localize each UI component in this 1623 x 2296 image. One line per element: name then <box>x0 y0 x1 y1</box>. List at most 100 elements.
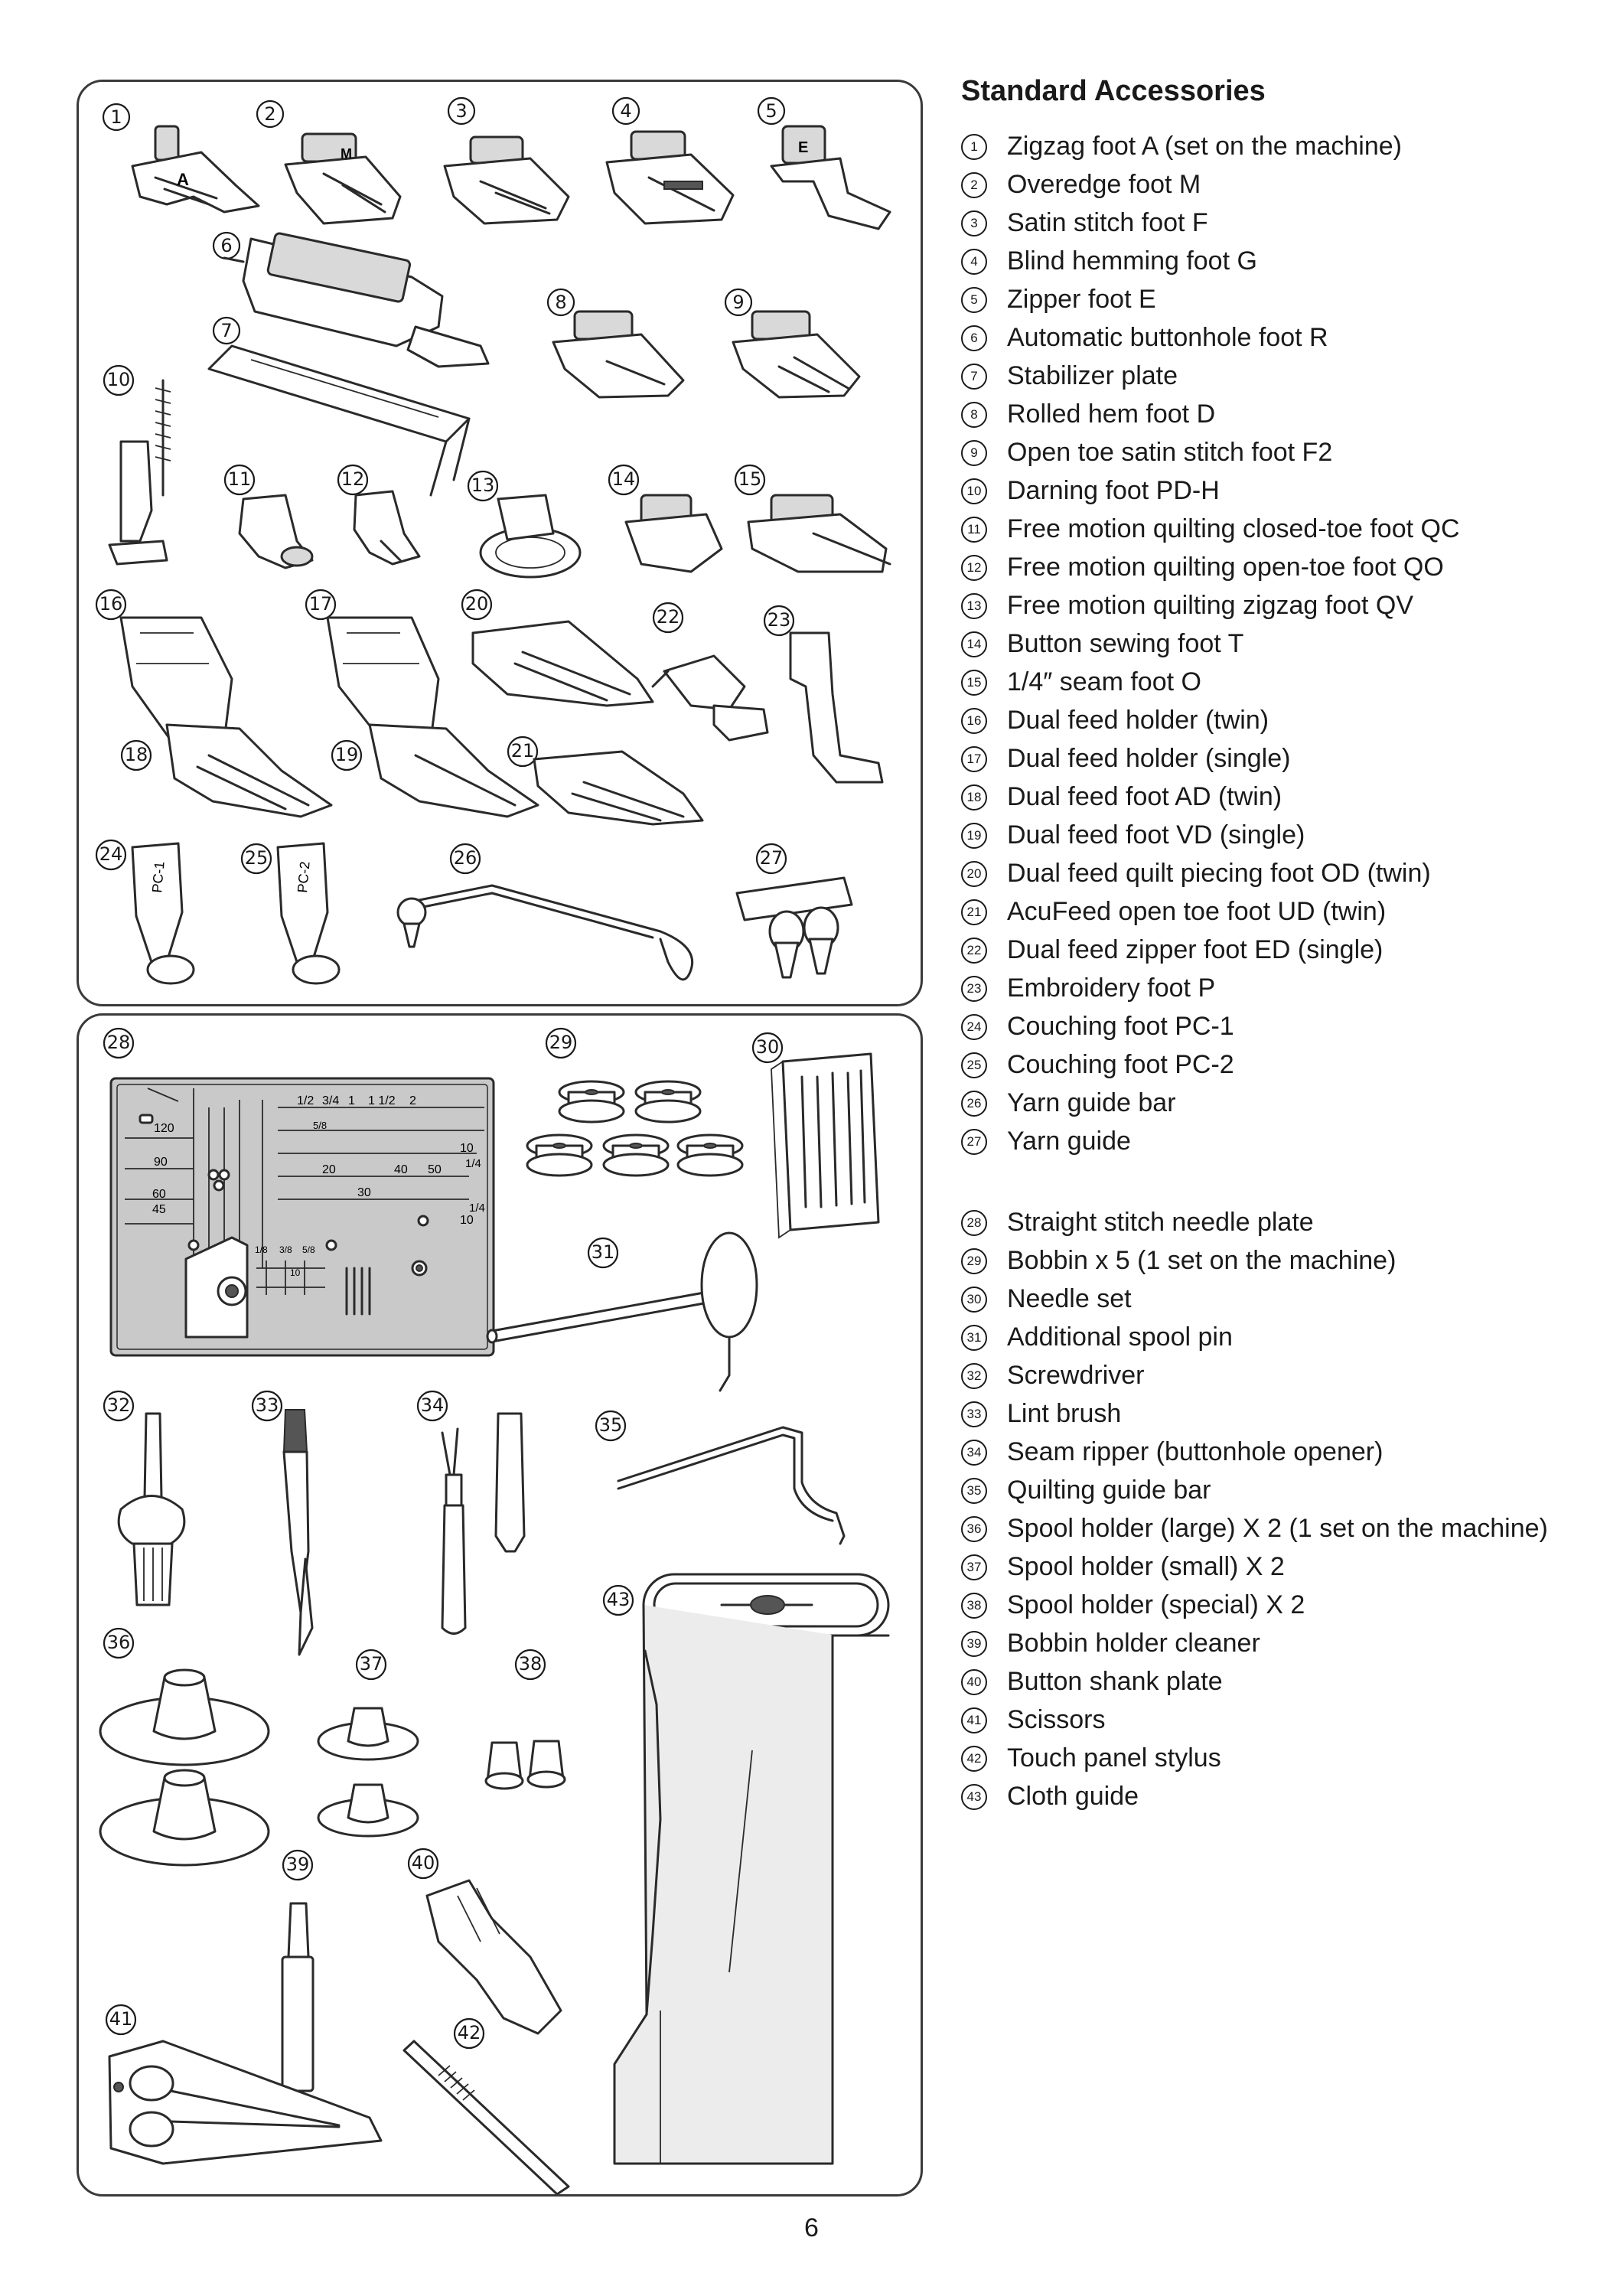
seam-ripper-drawing <box>441 1412 526 1635</box>
svg-text:34: 34 <box>421 1394 445 1416</box>
bobbins-drawing <box>526 1080 744 1177</box>
svg-text:30: 30 <box>756 1036 780 1058</box>
callout-14: 14 <box>608 464 640 496</box>
stylus-drawing <box>402 2040 570 2194</box>
callout-19: 19 <box>331 739 363 771</box>
callout-20: 20 <box>461 589 493 621</box>
item-number-badge: 31 <box>961 1325 987 1351</box>
callout-36: 36 <box>103 1627 135 1659</box>
needle-set-drawing <box>771 1052 880 1239</box>
svg-text:24: 24 <box>99 843 123 865</box>
callout-8: 8 <box>546 288 575 317</box>
svg-text:40: 40 <box>412 1852 435 1874</box>
item-label: Stabilizer plate <box>1007 361 1178 390</box>
item-label: Yarn guide <box>1007 1127 1131 1156</box>
svg-text:11: 11 <box>228 468 252 490</box>
item-number-badge: 29 <box>961 1248 987 1274</box>
acufeed-open-toe-ud-drawing <box>533 750 704 826</box>
svg-text:28: 28 <box>107 1032 131 1053</box>
item-number-badge: 35 <box>961 1478 987 1504</box>
item-label: Overedge foot M <box>1007 170 1201 199</box>
quilting-foot-qo-drawing <box>353 490 421 566</box>
button-sewing-foot-t-drawing <box>624 494 723 573</box>
foot-e-letter: E <box>798 139 808 156</box>
bobbin-holder-cleaner-drawing <box>281 1902 314 2092</box>
svg-text:5: 5 <box>765 100 777 122</box>
svg-text:15: 15 <box>738 468 762 490</box>
callout-11: 11 <box>223 464 256 496</box>
plate-inch-mark-2: 3/4 <box>322 1094 339 1107</box>
quilting-foot-qc-drawing <box>238 494 314 569</box>
item-number-badge: 34 <box>961 1440 987 1466</box>
item-number-badge: 4 <box>961 249 987 275</box>
quilting-guide-bar-drawing <box>617 1426 846 1545</box>
item-label: Seam ripper (buttonhole opener) <box>1007 1437 1383 1466</box>
callout-21: 21 <box>507 735 539 768</box>
plate-left-mark-3: 60 <box>152 1188 166 1201</box>
callout-43: 43 <box>602 1584 634 1616</box>
item-number-badge: 18 <box>961 784 987 810</box>
item-label: Button sewing foot T <box>1007 629 1244 658</box>
item-number-badge: 33 <box>961 1401 987 1427</box>
list-item: 5 Zipper foot E <box>961 280 1589 318</box>
svg-text:42: 42 <box>458 2022 481 2043</box>
item-label: Zigzag foot A (set on the machine) <box>1007 132 1402 161</box>
stabilizer-plate-drawing <box>207 344 471 497</box>
svg-text:18: 18 <box>125 744 148 765</box>
item-label: Yarn guide bar <box>1007 1088 1176 1117</box>
svg-text:39: 39 <box>286 1854 310 1875</box>
quilting-foot-qv-drawing <box>479 494 582 579</box>
item-label: Dual feed foot VD (single) <box>1007 820 1305 850</box>
callout-41: 41 <box>105 2004 137 2036</box>
zigzag-foot-a-drawing: A <box>131 125 260 214</box>
item-label: Lint brush <box>1007 1399 1122 1428</box>
callout-38: 38 <box>514 1649 546 1681</box>
open-toe-satin-foot-f2-drawing <box>732 310 861 399</box>
item-number-badge: 10 <box>961 478 987 504</box>
svg-text:9: 9 <box>732 292 744 313</box>
additional-spool-pin-drawing <box>486 1231 758 1392</box>
item-label: Zipper foot E <box>1007 285 1156 314</box>
item-label: Darning foot PD-H <box>1007 476 1220 505</box>
item-number-badge: 43 <box>961 1784 987 1810</box>
item-label: Straight stitch needle plate <box>1007 1208 1314 1237</box>
item-number-badge: 11 <box>961 517 987 543</box>
item-label: Dual feed quilt piecing foot OD (twin) <box>1007 859 1431 888</box>
item-label: Additional spool pin <box>1007 1322 1233 1352</box>
callout-7: 7 <box>212 316 241 345</box>
svg-text:41: 41 <box>109 2008 133 2030</box>
list-item: 10 Darning foot PD-H <box>961 471 1589 510</box>
plate-mm-mark-1: 20 <box>322 1163 336 1176</box>
callout-40: 40 <box>407 1848 439 1880</box>
dual-feed-holder-single-drawing <box>326 616 539 818</box>
item-number-badge: 8 <box>961 402 987 428</box>
item-label: AcuFeed open toe foot UD (twin) <box>1007 897 1387 926</box>
callout-35: 35 <box>595 1410 627 1442</box>
accessories-drawing-top: 1 2 3 4 5 6 7 8 9 10 11 12 13 14 15 16 1… <box>95 96 891 985</box>
callout-1: 1 <box>102 103 131 132</box>
item-number-badge: 38 <box>961 1593 987 1619</box>
accessories-illustration-bottom: 28 29 30 31 32 33 34 35 43 36 37 38 39 4… <box>77 1013 923 2197</box>
svg-text:25: 25 <box>245 847 269 869</box>
item-number-badge: 5 <box>961 287 987 313</box>
item-number-badge: 21 <box>961 899 987 925</box>
svg-text:38: 38 <box>519 1653 543 1675</box>
plate-inch-mark-3: 1 <box>348 1094 355 1107</box>
svg-text:13: 13 <box>471 475 495 496</box>
item-number-badge: 15 <box>961 670 987 696</box>
item-number-badge: 32 <box>961 1363 987 1389</box>
item-label: Spool holder (special) X 2 <box>1007 1590 1305 1619</box>
